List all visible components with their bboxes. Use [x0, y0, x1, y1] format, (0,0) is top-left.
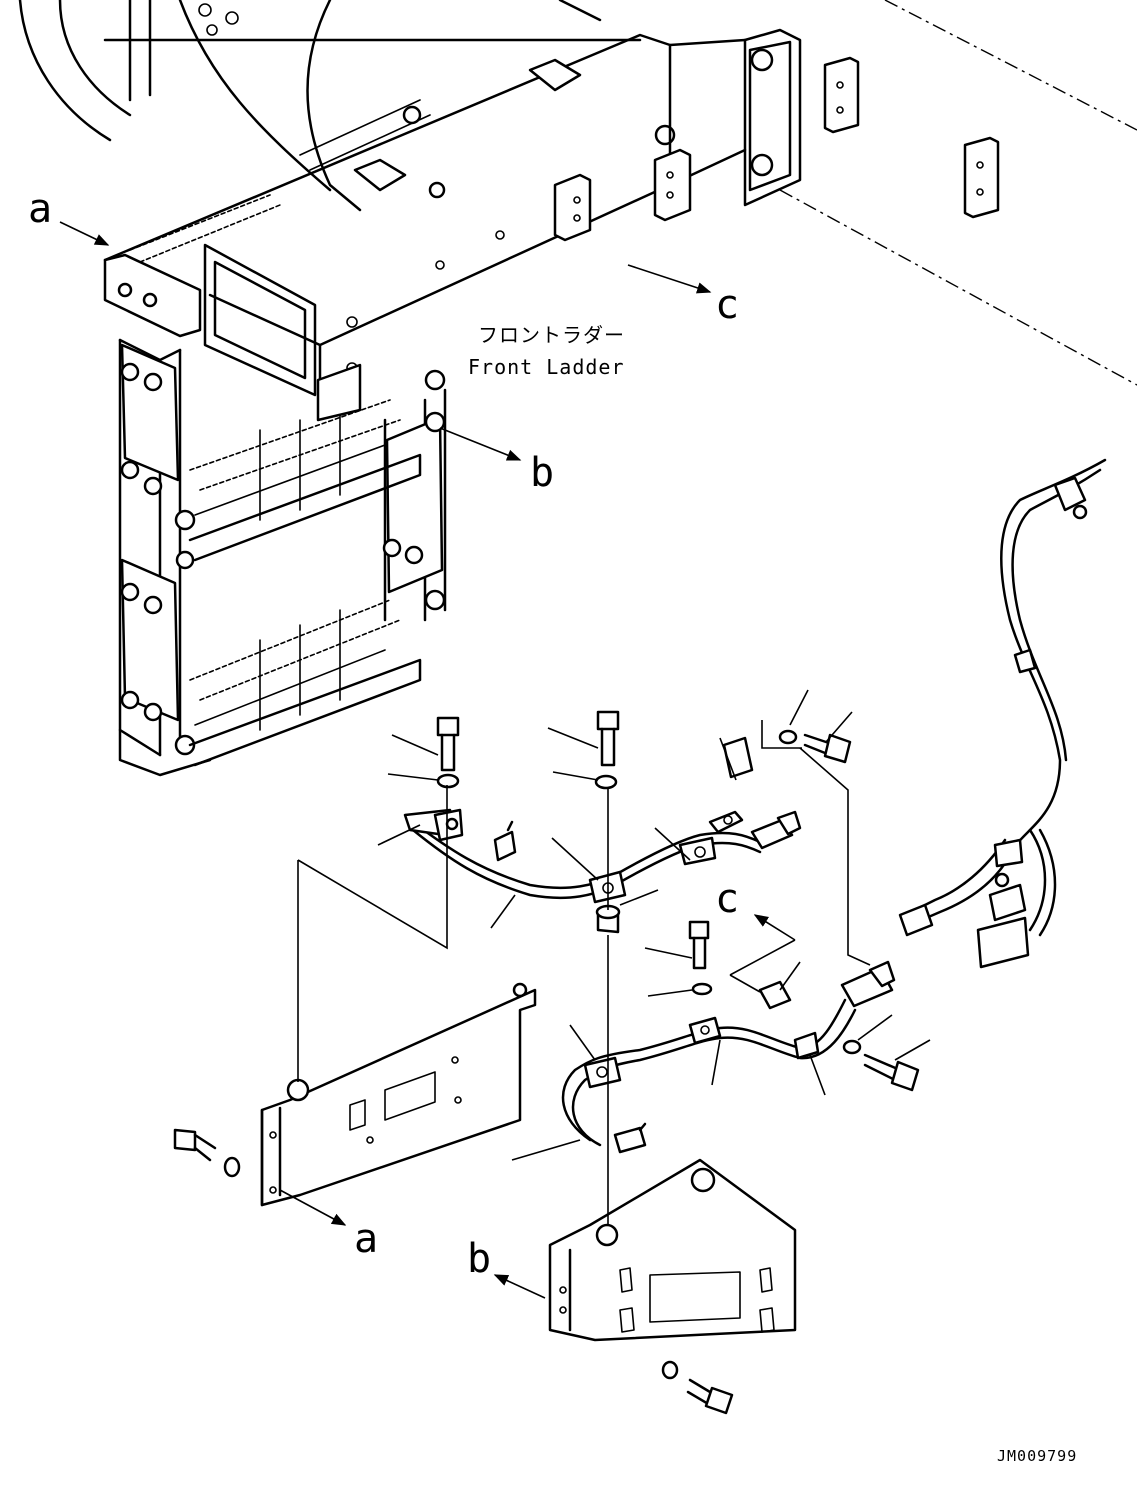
- lower-sub-harness: [561, 960, 896, 1154]
- callout-a-bottom: a: [354, 1216, 378, 1262]
- callout-c-mid: c: [715, 876, 739, 922]
- figure-id: JM009799: [997, 1447, 1077, 1465]
- main-harness: [898, 458, 1107, 969]
- machine-frame: [18, 0, 1137, 412]
- upper-sub-harness: [403, 736, 802, 904]
- callout-arrows: [59, 221, 796, 1299]
- callout-a-top: a: [28, 186, 52, 232]
- bolts-and-washers: [173, 710, 920, 1415]
- ladder-label-japanese: フロントラダー: [478, 323, 625, 347]
- assembly-lines: [297, 720, 871, 1225]
- front-ladder: [103, 194, 447, 777]
- right-bracket: [548, 1158, 797, 1342]
- callout-b-top: b: [530, 450, 554, 496]
- leader-lines: [377, 689, 931, 1161]
- left-bracket: [260, 982, 537, 1207]
- ladder-label-english: Front Ladder: [468, 355, 625, 379]
- callout-b-bottom: b: [467, 1236, 491, 1282]
- callout-c-top: c: [715, 282, 739, 328]
